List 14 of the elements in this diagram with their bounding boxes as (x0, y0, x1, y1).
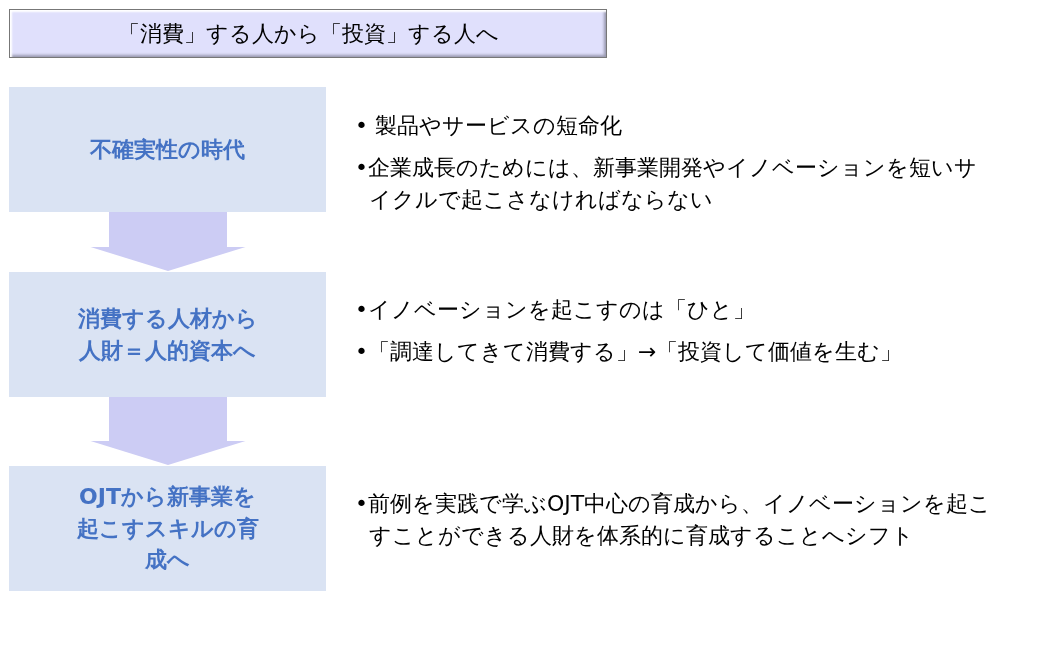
stage-box (9, 272, 326, 397)
block-arrow (90, 212, 246, 271)
bullet-text: • 製品やサービスの短命化 (355, 112, 623, 140)
bullet-text: •前例を実践で学ぶOJT中心の育成から、イノベーションを起こすことができる人財を体系的に育成することへシフト (355, 490, 993, 550)
stage-heading: 不確実性の時代 (90, 135, 245, 164)
bullet-text: •イノベーションを起こすのは「ひと」 (355, 296, 756, 324)
stage-box (9, 466, 326, 591)
stage-heading: OJTから新事業を起こすスキルの育成へ (75, 482, 260, 575)
stage-box (9, 87, 326, 212)
stage-heading: 消費する人材から人財＝人的資本へ (76, 304, 259, 365)
block-arrow (90, 397, 246, 465)
bullet-text: •「調達してきて消費する」→「投資して価値を生む」 (355, 337, 904, 366)
bullet-text: •企業成長のためには、新事業開発やイノベーションを短いサイクルで起こさなければならない (355, 153, 978, 214)
title-banner: 「消費」する人から「投資」する人へ (9, 9, 607, 58)
